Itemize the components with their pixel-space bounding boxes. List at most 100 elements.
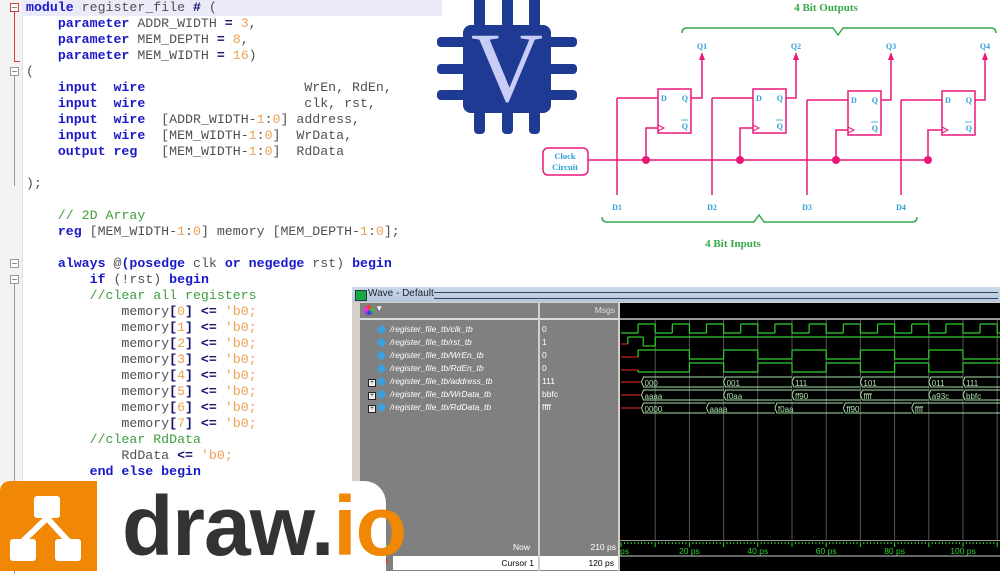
drawio-logo-background (96, 481, 386, 571)
code-line: input wire [MEM_WIDTH-1:0] WrData, (26, 128, 400, 144)
code-token: ); (26, 176, 42, 191)
code-token: 'b0; (216, 384, 257, 399)
output-label: Q4 (980, 42, 990, 51)
code-token: [ (169, 384, 178, 399)
fold-toggle-icon[interactable] (10, 3, 19, 12)
time-tick-label: 100 ps (950, 546, 976, 556)
signal-row[interactable]: +/register_file_tb/RdData_tb (368, 401, 491, 414)
code-token: ]; (383, 224, 400, 239)
code-line: memory[4] <= 'b0; (26, 368, 400, 384)
code-token: 3 (232, 16, 249, 31)
code-token: reg (57, 224, 82, 239)
signal-row[interactable]: /register_file_tb/RdEn_tb (368, 362, 484, 375)
code-line: RdData <= 'b0; (26, 448, 400, 464)
code-token: or negedge (224, 256, 305, 271)
fold-line (14, 61, 20, 62)
code-line: memory[2] <= 'b0; (26, 336, 400, 352)
junction-dot (736, 156, 744, 164)
output-arrow-icon (888, 52, 894, 60)
code-token: begin (352, 256, 392, 271)
code-token: 'b0; (216, 352, 257, 367)
code-token: (!rst) (105, 272, 170, 287)
code-token: [MEM_WIDTH- (145, 128, 249, 143)
signal-color-icon[interactable] (364, 305, 374, 315)
code-editor[interactable]: module register_file # ( parameter ADDR_… (26, 0, 400, 480)
output-arrow-icon (982, 52, 988, 60)
clock-label: Clock (554, 151, 576, 161)
cursor-label: Cursor 1 (501, 558, 534, 568)
code-token: 3 (177, 352, 186, 367)
code-token: ] WrData, (272, 128, 353, 143)
code-token: 8 (224, 32, 241, 47)
fold-toggle-icon[interactable] (10, 67, 19, 76)
ff-qbar-label: Q (682, 122, 688, 131)
fold-toggle-icon[interactable] (10, 259, 19, 268)
fold-toggle-icon[interactable] (10, 275, 19, 284)
ff-d-label: D (945, 96, 951, 105)
code-token: 1 (359, 224, 368, 239)
signal-name: /register_file_tb/WrData_tb (390, 389, 492, 399)
code-token: 1 (177, 320, 186, 335)
expand-icon[interactable]: + (368, 392, 376, 400)
code-token: <= (192, 336, 217, 351)
bus-segment (641, 402, 707, 414)
code-token: ADDR_WIDTH (129, 16, 225, 31)
code-token: input wire (57, 80, 146, 95)
input-label: D3 (802, 203, 812, 212)
cursor-name-field[interactable]: Cursor 1 (393, 556, 538, 570)
bus-segment (774, 402, 844, 414)
input-label: D2 (707, 203, 717, 212)
expand-icon[interactable]: + (368, 405, 376, 413)
wave-window-icon (355, 290, 367, 301)
time-tick-label: 80 ps (884, 546, 905, 556)
code-token: parameter (57, 32, 130, 47)
code-token: 1 (177, 224, 186, 239)
code-token: 1 (248, 144, 257, 159)
fold-line (14, 284, 15, 574)
dropdown-arrow-icon[interactable]: ▾ (377, 303, 382, 313)
code-token: MEM_DEPTH (129, 32, 217, 47)
bus-segment (791, 376, 861, 388)
rden-waveform (621, 362, 1000, 373)
signal-row[interactable]: + /register_file_tb/WrData_tb (368, 388, 491, 401)
code-token: # (193, 0, 201, 15)
signal-row[interactable]: /register_file_tb/clk_tb (368, 323, 473, 336)
signal-diamond-icon (376, 337, 387, 348)
signal-panel-header: ▾ (360, 303, 538, 320)
time-tick-label: 0 ps (620, 546, 629, 556)
signal-row[interactable]: /register_file_tb/rst_tb (368, 336, 472, 349)
signal-row[interactable]: +/register_file_tb/address_tb (368, 375, 493, 388)
code-token: [ (169, 336, 178, 351)
time-tick-label: 40 ps (747, 546, 768, 556)
code-token: [ADDR_WIDTH- (145, 112, 257, 127)
fold-line (14, 76, 15, 186)
code-line: memory[6] <= 'b0; (26, 400, 400, 416)
bus-segment (641, 376, 724, 388)
code-token: //clear all registers (26, 288, 257, 303)
code-token: <= (192, 320, 217, 335)
code-token: 0 (264, 144, 273, 159)
code-line: memory[0] <= 'b0; (26, 304, 400, 320)
bus-segment (928, 376, 963, 388)
signal-value: 111 (542, 376, 555, 386)
code-token: ] (185, 352, 193, 367)
ff-q-label: Q (872, 96, 878, 105)
wave-title-bar[interactable]: Wave - Default (352, 287, 1000, 302)
signal-row[interactable]: /register_file_tb/WrEn_tb (368, 349, 484, 362)
bus-segment (706, 402, 775, 414)
code-line: if (!rst) begin (26, 272, 400, 288)
code-token: if (89, 272, 106, 287)
expand-icon[interactable]: + (368, 379, 376, 387)
bus-value: aaaa (710, 405, 728, 414)
code-token: module (26, 0, 74, 15)
code-token: <= (177, 448, 193, 463)
code-token: [ (169, 320, 178, 335)
bus-value: ff90 (846, 405, 860, 414)
bus-value: 011 (932, 379, 945, 388)
signal-name-panel: ▾ /register_file_tb/clk_tb/register_file… (360, 303, 538, 540)
drawio-logo-icon (0, 481, 97, 571)
cursor-value-field[interactable]: 120 ps (540, 556, 618, 570)
